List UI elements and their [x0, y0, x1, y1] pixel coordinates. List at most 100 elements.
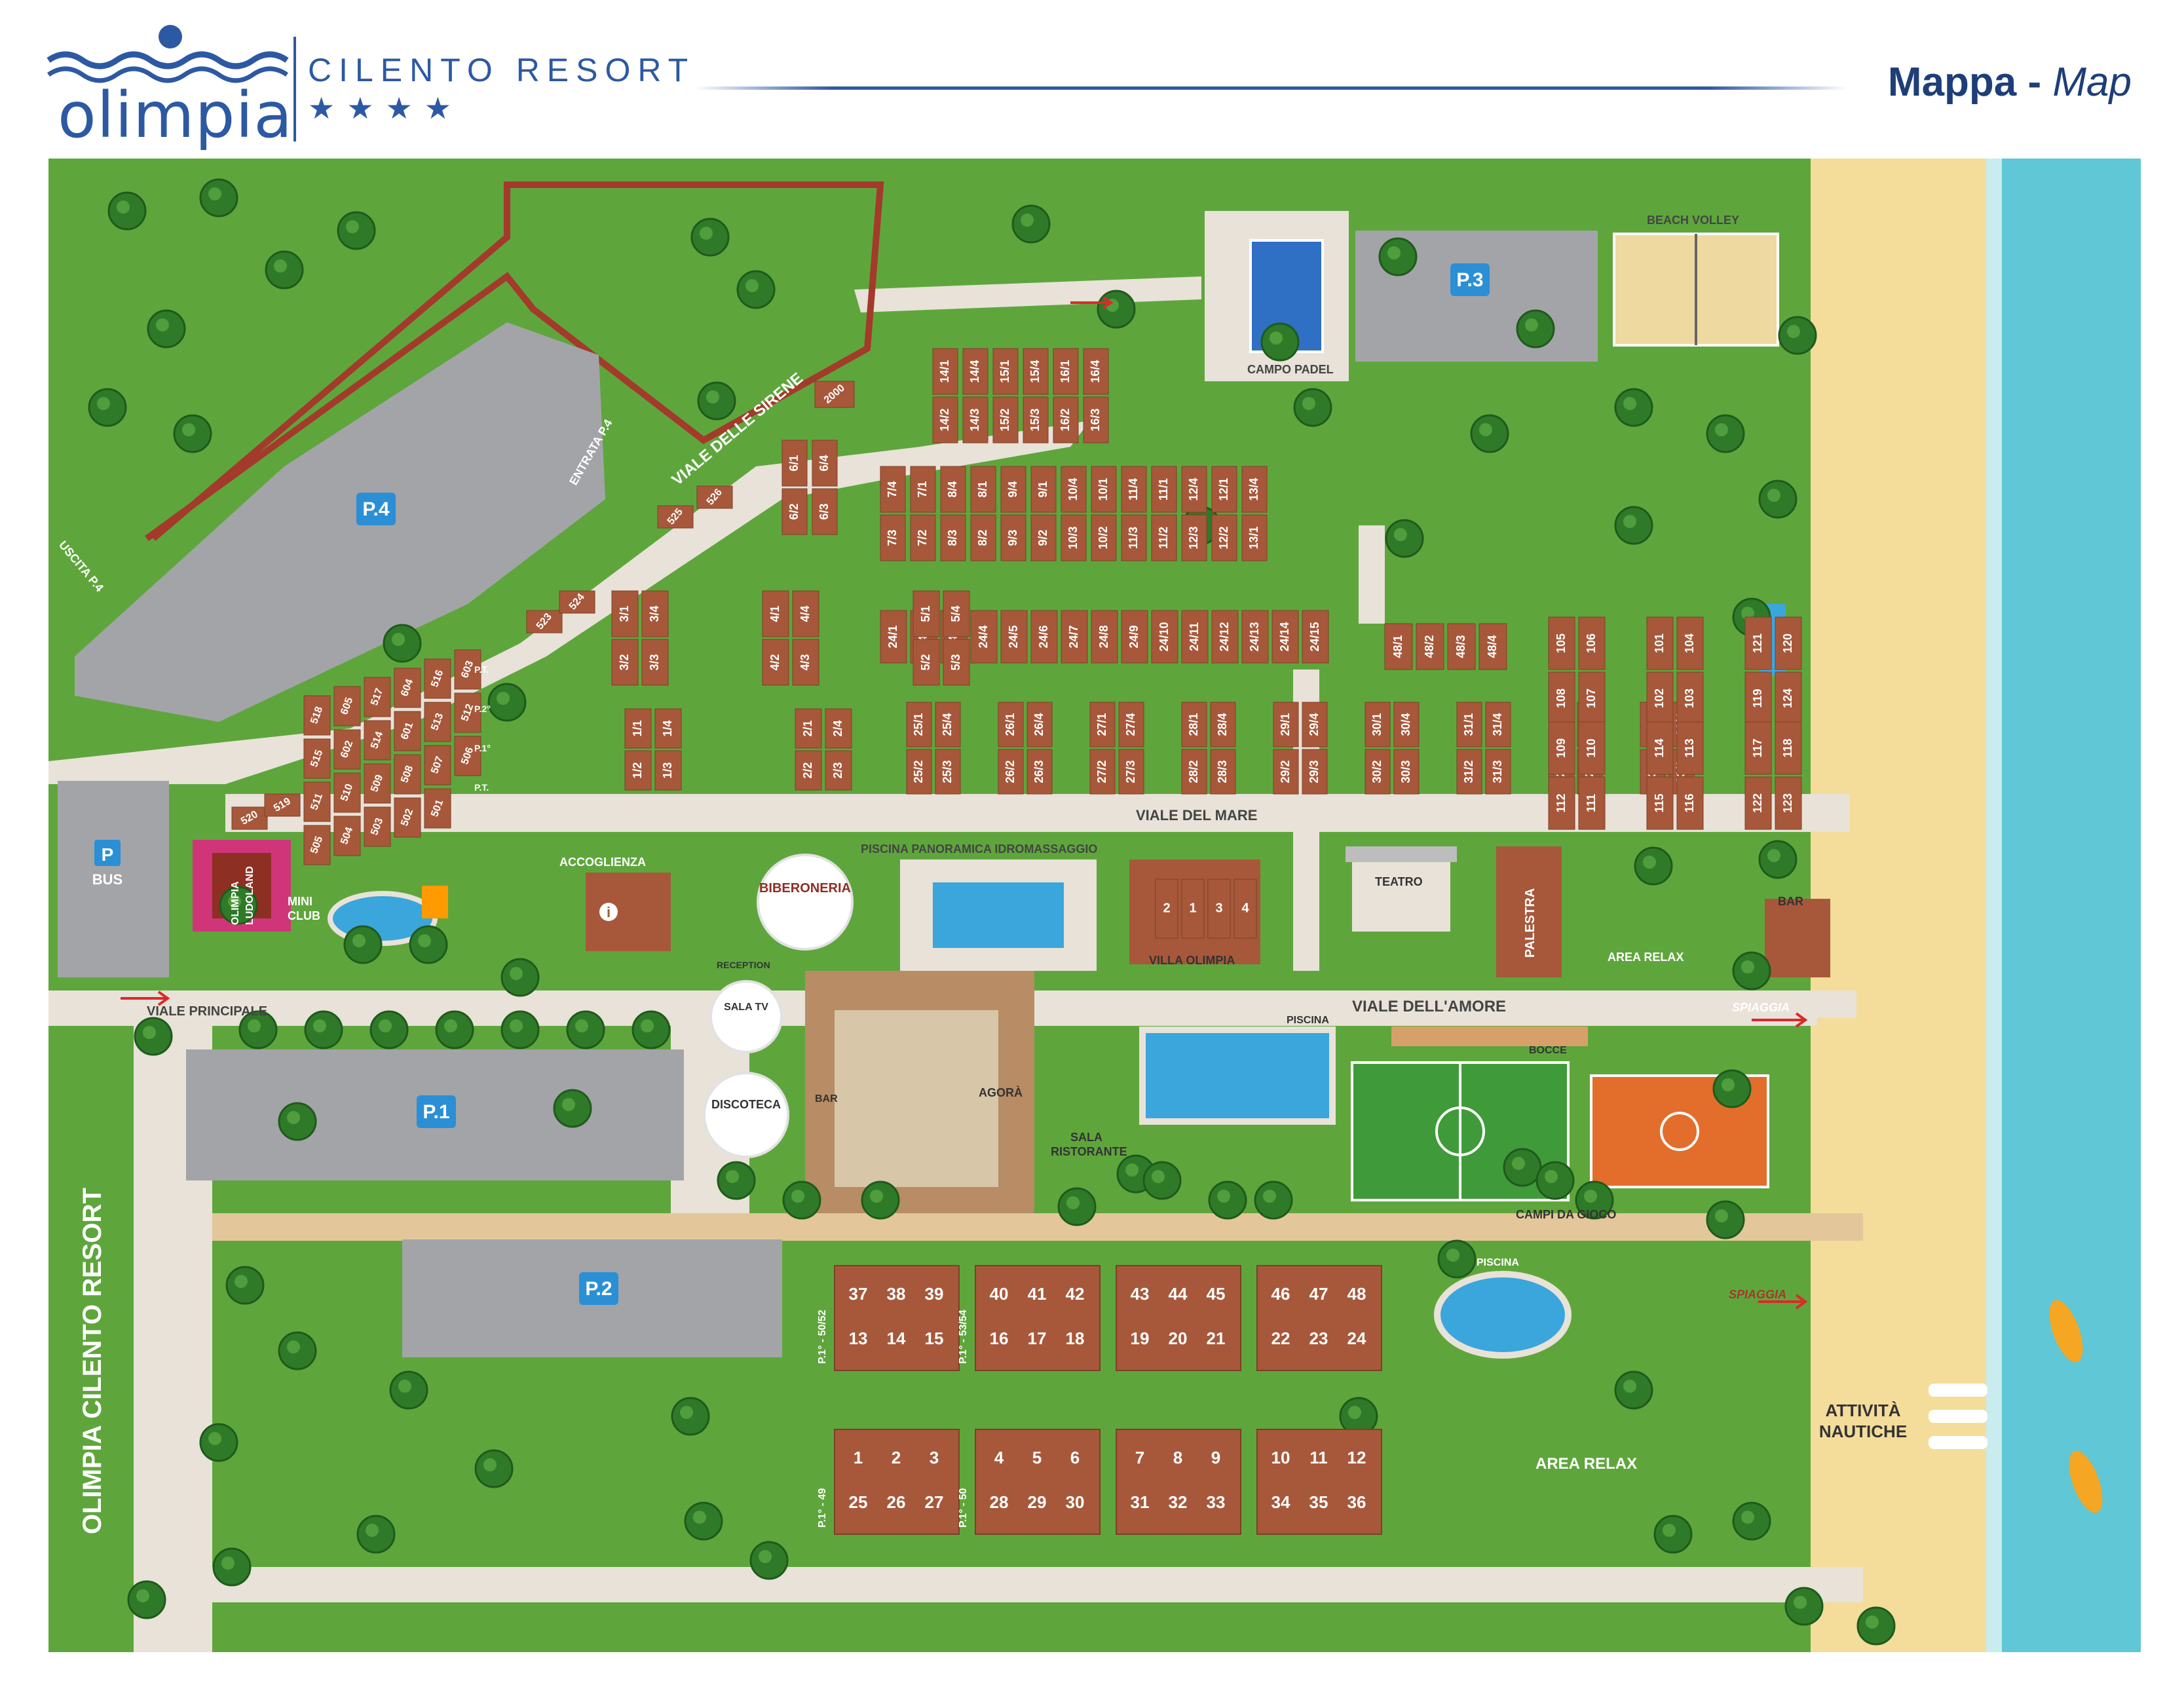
tree-highlight: [313, 1019, 326, 1032]
unit-roof: [1181, 749, 1207, 795]
unit-number: 42: [1066, 1284, 1085, 1304]
unit-roof: [303, 738, 331, 779]
unit-roof: [1023, 348, 1049, 395]
tree-highlight: [1446, 1249, 1459, 1262]
unit-number: 13: [849, 1329, 868, 1348]
unit-number: 3/4: [648, 605, 661, 622]
teatro-label: TEATRO: [1375, 875, 1423, 888]
unit-roof: [814, 381, 855, 408]
tree-highlight: [1387, 246, 1401, 259]
unit-roof: [1181, 466, 1207, 513]
tree-highlight: [510, 967, 523, 980]
unit-roof: [454, 649, 481, 690]
unit-roof: [1578, 671, 1606, 725]
unit-roof: [992, 348, 1019, 395]
unit-roof: [781, 440, 808, 487]
viale-del-mare-road: [225, 794, 1850, 832]
unit-roof: [364, 806, 391, 847]
unit-number: 29: [1028, 1492, 1047, 1512]
unit-number: 7/2: [916, 529, 929, 546]
parking-bus-p-label: P: [102, 844, 114, 865]
unit-roof: [1026, 749, 1053, 795]
campo-padel-label: CAMPO PADEL: [1247, 363, 1334, 376]
unit-roof: [641, 590, 669, 637]
unit-roof: [1181, 878, 1205, 939]
unit-roof: [333, 772, 361, 813]
tree-highlight: [1767, 489, 1780, 502]
unit-roof: [394, 754, 421, 795]
unit-number: 30/4: [1399, 713, 1412, 736]
area-relax-label-2: AREA RELAX: [1535, 1455, 1637, 1473]
unit-number: 12/4: [1187, 478, 1200, 500]
unit-roof: [1744, 616, 1772, 670]
tree-highlight: [745, 279, 759, 292]
unit-roof: [654, 750, 682, 791]
tree-highlight: [1263, 1190, 1276, 1203]
unit-roof: [454, 736, 481, 776]
piscina-panoramica-label: PISCINA PANORAMICA IDROMASSAGGIO: [861, 842, 1097, 856]
unit-number: 24/13: [1248, 622, 1261, 651]
north-link-road: [854, 276, 1201, 312]
unit-roof: [1083, 396, 1109, 443]
unit-roof: [880, 466, 906, 513]
unit-number: 36: [1347, 1492, 1366, 1512]
unit-roof: [1548, 721, 1575, 775]
boats: [1929, 1300, 2103, 1513]
discoteca-building: [703, 1072, 789, 1158]
tree-highlight: [497, 692, 510, 705]
bar-label-2: BAR: [815, 1093, 838, 1104]
tree-highlight: [1794, 1596, 1807, 1609]
unit-number: 4/4: [799, 605, 812, 622]
unit-number: 24/6: [1037, 625, 1050, 648]
viale-amore-label: VIALE DELL'AMORE: [1352, 998, 1506, 1015]
unit-roof: [1061, 466, 1087, 513]
unit-number: 3/3: [648, 654, 661, 670]
unit-number: 4: [994, 1448, 1004, 1467]
unit-number: 14/4: [968, 360, 981, 383]
unit-number: 12/3: [1187, 526, 1200, 549]
agora-label: AGORÀ: [979, 1085, 1023, 1099]
unit-number: 48/3: [1454, 635, 1467, 658]
tree-highlight: [1125, 1163, 1139, 1177]
unit-roof: [1578, 776, 1606, 830]
unit-number: 30: [1066, 1492, 1085, 1512]
unit-number: 15: [925, 1329, 944, 1348]
tree-highlight: [1722, 1078, 1735, 1091]
unit-number: 26: [887, 1492, 906, 1512]
unit-number: 24/7: [1067, 625, 1080, 648]
sala-ristorante-label-2: RISTORANTE: [1051, 1145, 1127, 1158]
round-buildings: [703, 854, 854, 1158]
unit-roof: [1026, 702, 1053, 747]
floor-label: P.1° - 50: [958, 1488, 969, 1528]
unit-roof: [1393, 702, 1420, 747]
tree-highlight: [366, 1524, 379, 1537]
unit-number: 23: [1309, 1329, 1328, 1348]
unit-number: 6/2: [787, 503, 800, 519]
beach-volley-label: BEACH VOLLEY: [1647, 214, 1739, 227]
tree-highlight: [1623, 1380, 1636, 1393]
unit-number: 5/4: [949, 605, 962, 622]
unit-roof: [364, 677, 391, 717]
unit-number: 1/3: [661, 762, 674, 778]
tree-highlight: [791, 1190, 804, 1203]
unit-number: 116: [1683, 793, 1696, 812]
biberoneria-building: [757, 854, 854, 951]
unit-number: 10/3: [1066, 526, 1080, 549]
unit-roof: [424, 702, 451, 742]
unit-number: 26/1: [1004, 713, 1017, 736]
unit-number: 113: [1683, 738, 1696, 757]
unit-roof: [1744, 671, 1772, 725]
unit-number: 27/3: [1124, 760, 1137, 783]
unit-number: 16/2: [1059, 408, 1072, 431]
parking-p2-label: P.2: [585, 1278, 612, 1300]
unit-number: 1: [1189, 901, 1196, 915]
unit-number: 107: [1585, 689, 1598, 708]
unit-roof: [880, 514, 906, 561]
unit-number: 45: [1207, 1284, 1226, 1304]
unit-roof: [762, 639, 789, 686]
tree-highlight: [1152, 1170, 1165, 1183]
unit-roof: [1181, 514, 1207, 561]
tree-highlight: [418, 934, 431, 947]
sala-tv-label: SALA TV: [724, 1002, 768, 1013]
